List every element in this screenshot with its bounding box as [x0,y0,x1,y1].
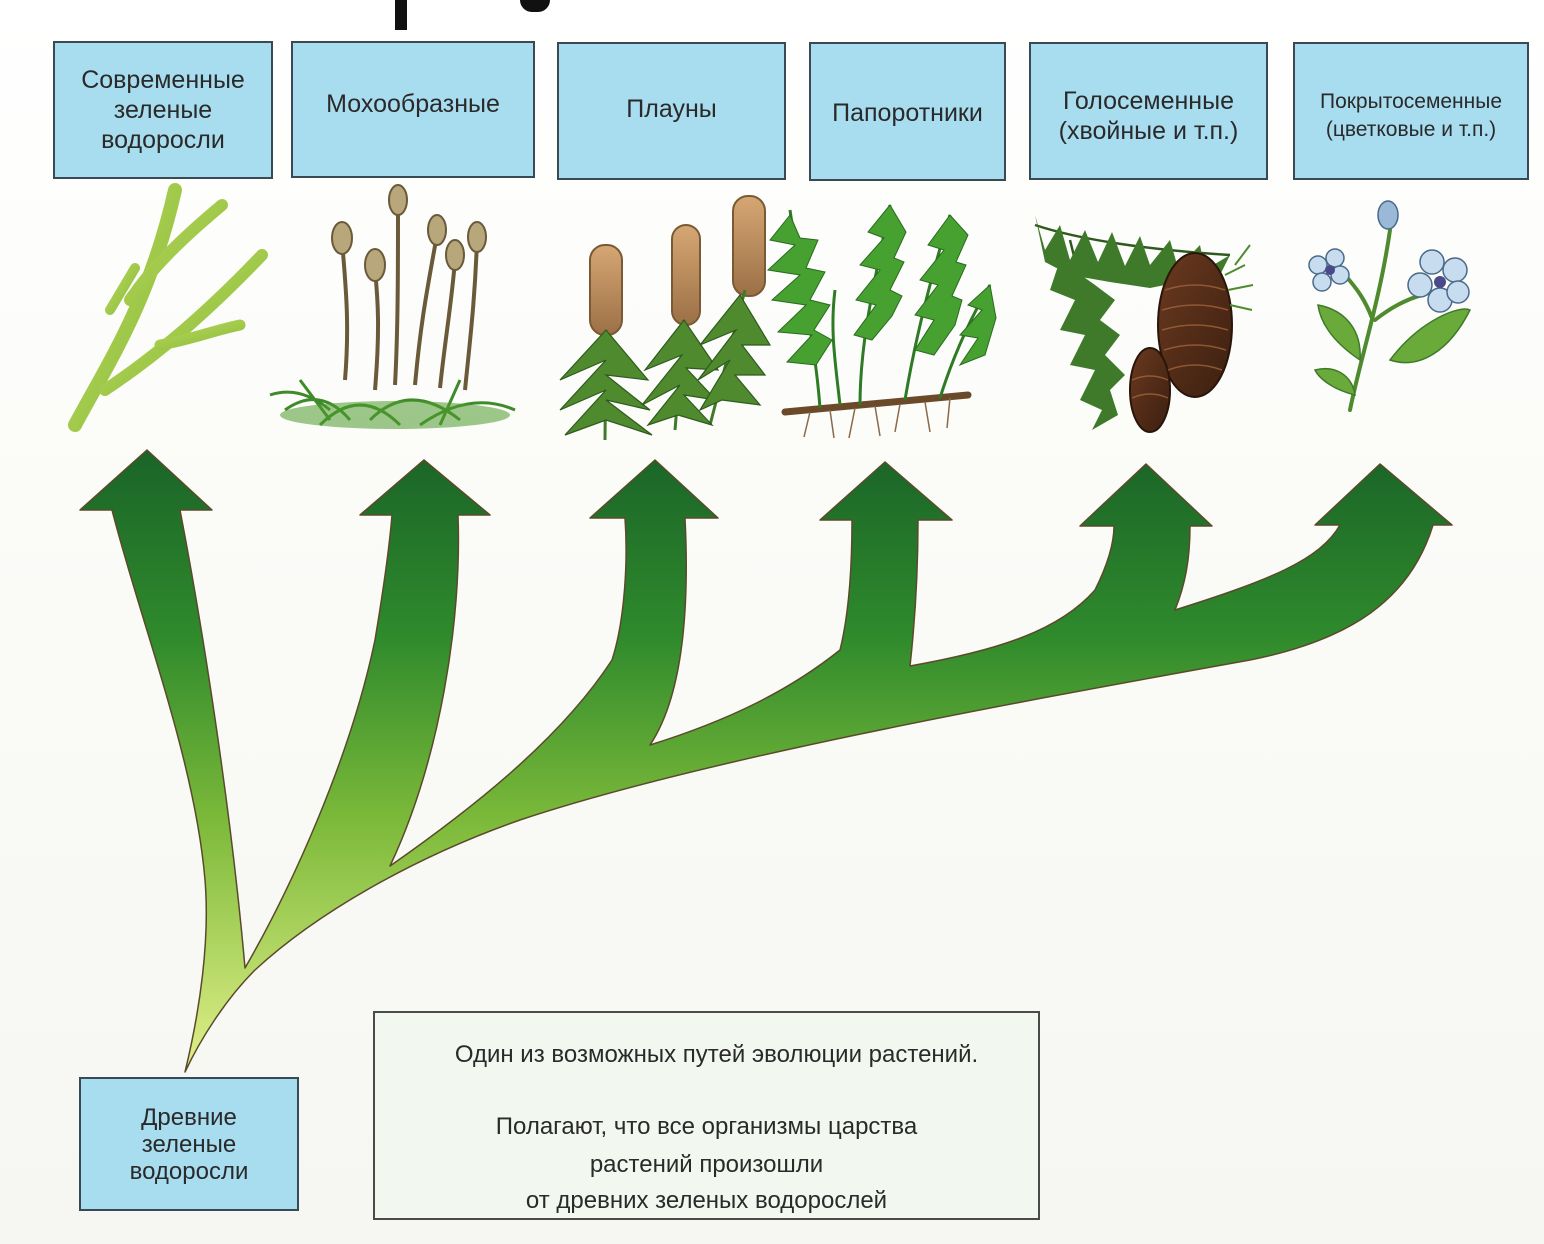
group-box-clubmosses: Плауны [557,42,786,180]
group-label-line: Современные [81,65,245,95]
group-label-line: зеленые [81,95,245,125]
group-label-line: (цветковые и т.п.) [1320,116,1502,144]
group-label-line: Покрытосеменные [1320,88,1502,116]
root-label-line: водоросли [130,1158,249,1185]
evolution-tree [80,450,1452,1072]
group-box-ferns: Папоротники [809,42,1006,181]
clubmoss-icon [560,196,770,440]
group-box-modern-green-algae: Современные зеленые водоросли [53,41,273,179]
group-label-line: Голосеменные [1059,86,1239,116]
root-box-ancient-green-algae: Древние зеленые водоросли [79,1077,299,1211]
caption-title: Один из возможных путей эволюции растени… [375,1041,1038,1069]
group-box-bryophytes: Мохообразные [291,41,535,178]
group-label-line: Мохообразные [326,89,500,119]
fern-icon [768,205,996,438]
root-label-line: Древние [130,1104,249,1131]
algae-icon [75,190,262,425]
group-box-angiosperms: Покрытосеменные (цветковые и т.п.) [1293,42,1529,180]
evolution-arrows [80,450,1452,1072]
caption-text-line: растений произошли [375,1151,1038,1179]
group-label-line: (хвойные и т.п.) [1059,116,1239,146]
group-label-line: Плауны [626,94,716,124]
caption-text-line: от древних зеленых водорослей [375,1187,1038,1215]
group-label-line: Папоротники [832,98,983,128]
flowering-plant-icon [1309,201,1470,410]
conifer-icon [1035,215,1253,432]
root-label-line: зеленые [130,1131,249,1158]
moss-icon [270,185,515,429]
group-label-line: водоросли [81,125,245,155]
group-box-gymnosperms: Голосеменные (хвойные и т.п.) [1029,42,1268,180]
caption-note: Один из возможных путей эволюции растени… [373,1011,1040,1220]
caption-text-line: Полагают, что все организмы царства [375,1113,1038,1141]
